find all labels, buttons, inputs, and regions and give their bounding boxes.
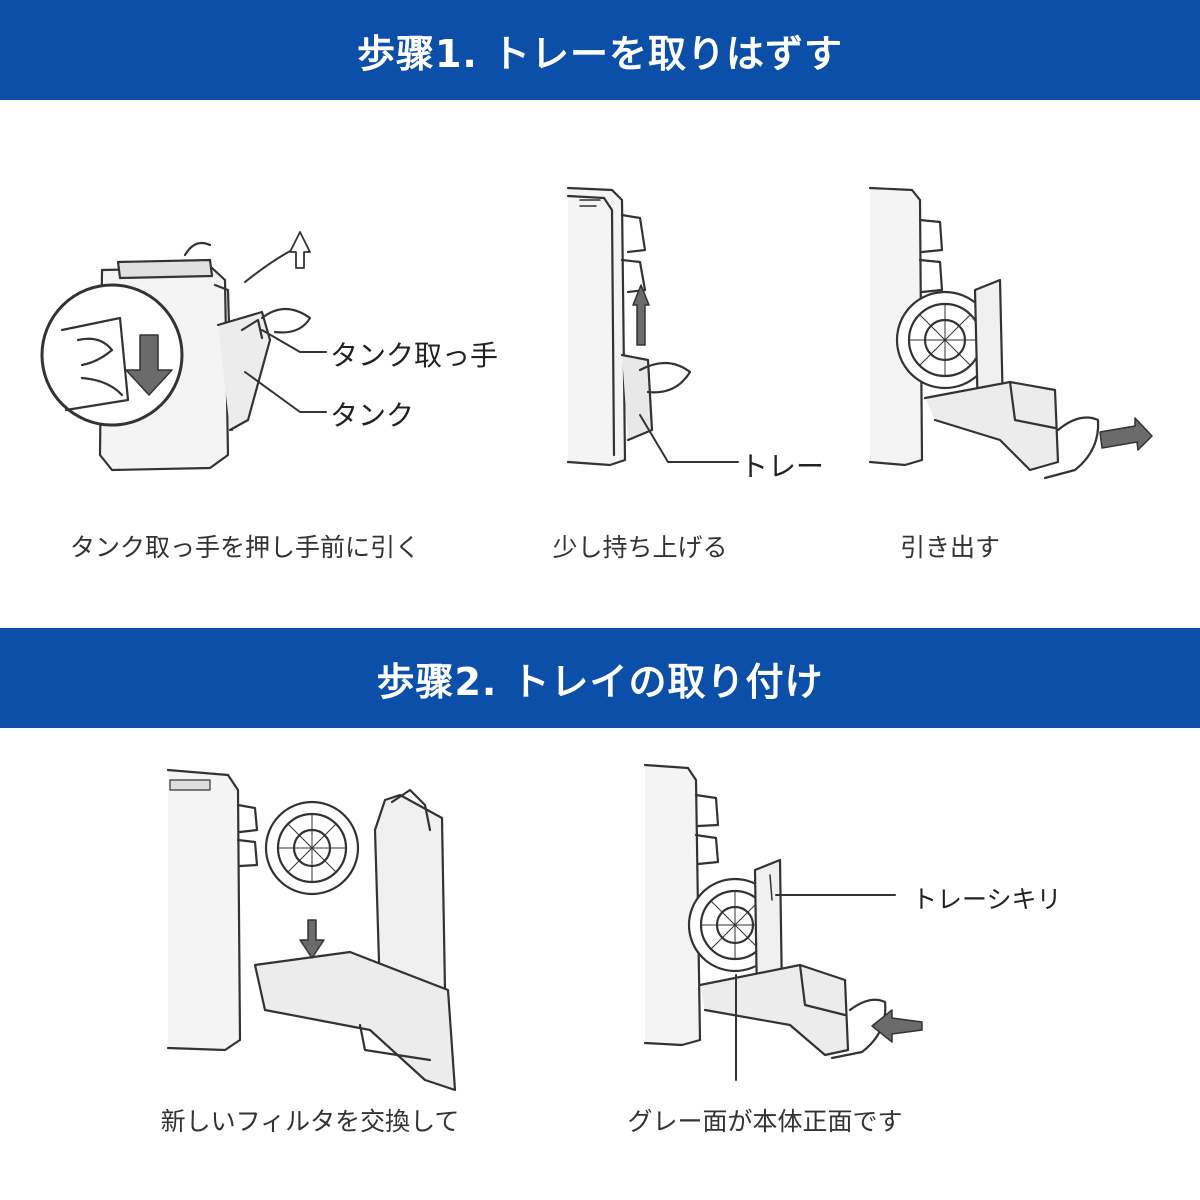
caption-lift-slightly: 少し持ち上げる <box>552 533 728 562</box>
figure-tank-handle <box>40 241 312 472</box>
step1-title: 歩骤1. トレーを取りはずす <box>356 31 844 76</box>
caption-gray-side-front: グレー面が本体正面です <box>627 1107 903 1136</box>
step1-banner: 歩骤1. トレーを取りはずす <box>0 0 1200 100</box>
step2-title: 歩骤2. トレイの取り付け <box>376 659 824 704</box>
caption-push-handle: タンク取っ手を押し手前に引く <box>69 533 421 562</box>
figure-pull-out-tray <box>868 186 1100 480</box>
tray-label: トレー <box>740 450 825 483</box>
figure-insert-tray <box>643 763 887 1060</box>
down-arrow-icon <box>299 919 325 959</box>
up-arrow-icon <box>289 231 311 269</box>
figure-replace-filter <box>166 768 457 1092</box>
up-arrow-icon <box>632 284 650 346</box>
caption-replace-filter: 新しいフィルタを交換して <box>160 1107 460 1136</box>
left-arrow-icon <box>871 1009 923 1043</box>
tank-handle-label: タンク取っ手 <box>330 339 499 372</box>
right-arrow-icon <box>1099 417 1153 451</box>
figure-lift-tray <box>566 186 692 467</box>
tank-label: タンク <box>330 399 415 432</box>
tray-divider-label: トレーシキリ <box>912 885 1062 914</box>
down-arrow-icon <box>125 334 173 396</box>
caption-pull-out: 引き出す <box>899 533 1001 562</box>
step2-banner: 歩骤2. トレイの取り付け <box>0 628 1200 728</box>
